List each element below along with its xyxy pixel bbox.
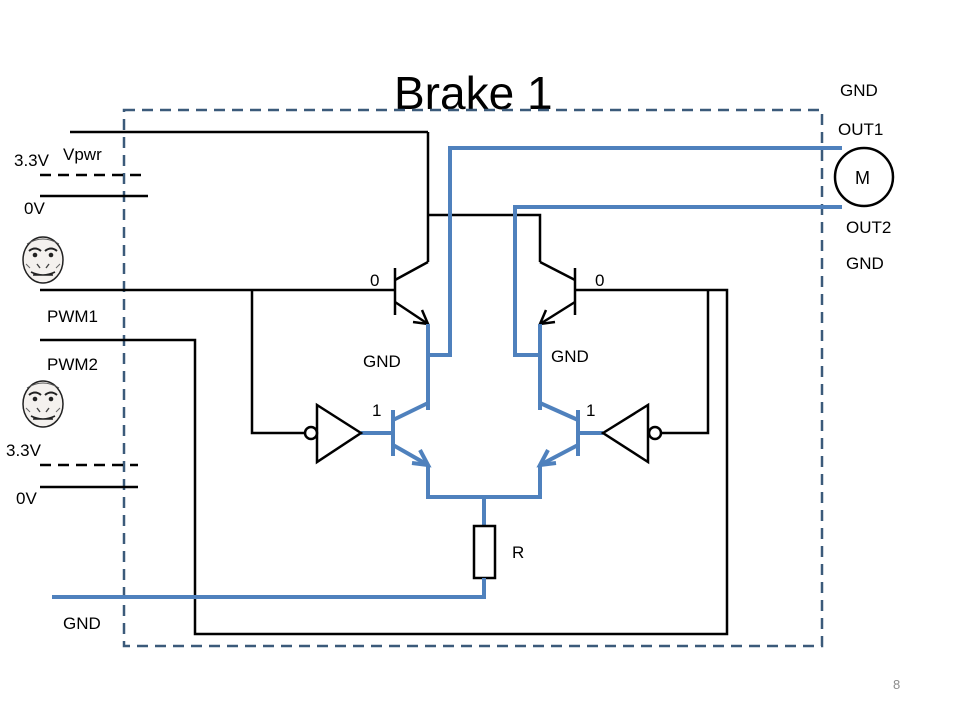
q-upper-right-collector [539, 260, 576, 282]
pwm2-inverter-input-wire [662, 290, 710, 435]
label-3v3-bottom: 3.3V [6, 441, 42, 460]
pwm2-line [40, 288, 729, 636]
right-inverter-bubble [647, 425, 663, 441]
pwm1-inverter-input-wire [250, 290, 304, 435]
q-lower-right-emitter [539, 443, 579, 467]
label-gnd-mid-right: GND [551, 347, 589, 366]
motor-symbol [833, 146, 895, 208]
left-inverter-bubble [303, 425, 319, 441]
resistor-body [472, 524, 497, 580]
meme-face-icon [22, 380, 64, 428]
q-upper-left-emitter [394, 300, 429, 326]
page-number: 8 [893, 677, 900, 692]
label-gnd-mid-left: GND [363, 352, 401, 371]
board-boundary [122, 108, 824, 648]
out2-wire [513, 205, 842, 357]
label-gnd-bottom-left: GND [63, 614, 101, 633]
q-lower-right-collector [539, 401, 579, 422]
label-vpwr: Vpwr [63, 145, 102, 164]
meme-face-icon [22, 236, 64, 284]
q-lower-left-collector [392, 401, 429, 422]
label-0v-top: 0V [24, 199, 45, 218]
label-gnd-top-right: GND [840, 81, 878, 100]
label-out2: OUT2 [846, 218, 891, 237]
left-inverter [315, 402, 364, 465]
q-upper-left-collector [394, 260, 429, 282]
label-q-lower-left-state: 1 [372, 401, 381, 420]
label-pwm2: PWM2 [47, 355, 98, 374]
label-3v3-top: 3.3V [14, 151, 50, 170]
label-motor: M [855, 168, 870, 188]
label-q-upper-left-state: 0 [370, 271, 379, 290]
label-q-upper-right-state: 0 [595, 271, 604, 290]
label-q-lower-right-state: 1 [586, 401, 595, 420]
gnd-wire [52, 578, 486, 599]
label-resistor: R [512, 543, 524, 562]
label-out1: OUT1 [838, 120, 883, 139]
vpwr-cross-wire [428, 213, 542, 262]
label-gnd-right: GND [846, 254, 884, 273]
label-0v-bottom: 0V [16, 489, 37, 508]
q-lower-left-emitter [392, 443, 429, 467]
label-pwm1: PWM1 [47, 307, 98, 326]
out1-wire [426, 146, 842, 357]
emitter-tie-wire [426, 465, 542, 499]
right-inverter [600, 402, 650, 465]
q-upper-right-emitter [539, 300, 576, 326]
